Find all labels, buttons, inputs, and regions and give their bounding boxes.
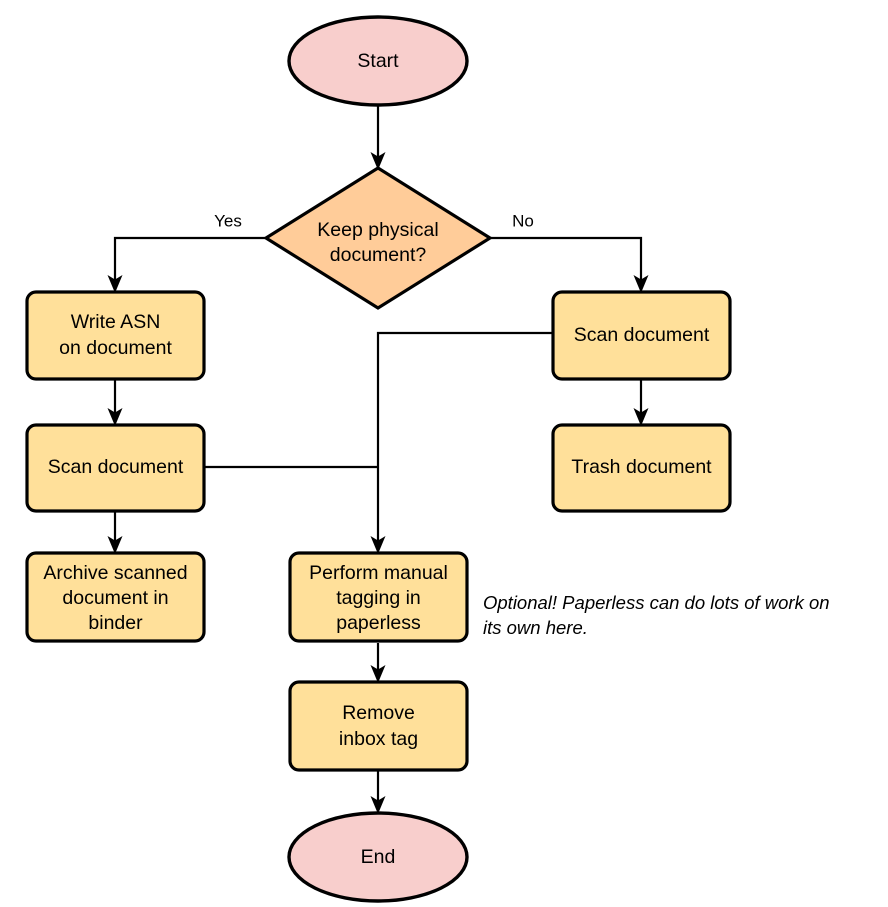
node-decision-label-line1: Keep physical	[317, 219, 438, 241]
node-scan-document-left-label: Scan document	[48, 456, 184, 478]
connector-scan-right-to-trash	[633, 378, 649, 426]
node-end[interactable]: End	[287, 811, 469, 903]
node-trash-document-label: Trash document	[571, 456, 712, 478]
node-decision-label-line2: document?	[330, 244, 427, 266]
node-decision-keep-physical-document[interactable]: Keep physical document?	[262, 166, 494, 310]
node-scan-document-left[interactable]: Scan document	[25, 423, 206, 513]
node-trash-document[interactable]: Trash document	[551, 423, 732, 513]
node-write-asn-label-line2: on document	[59, 337, 172, 359]
node-write-asn-on-document[interactable]: Write ASN on document	[25, 290, 206, 381]
node-scan-document-right-label: Scan document	[574, 324, 710, 346]
node-end-label: End	[361, 846, 396, 868]
node-write-asn-label-line1: Write ASN	[71, 311, 161, 333]
node-manual-tagging-label-line2: tagging in	[336, 587, 421, 609]
node-start[interactable]: Start	[287, 15, 469, 107]
edge-label-no: No	[512, 211, 534, 230]
node-remove-inbox-label-line2: inbox tag	[339, 728, 418, 750]
connector-scan-left-to-archive	[107, 510, 123, 554]
annotation-note-line2: its own here.	[483, 617, 588, 638]
node-remove-inbox-label-line1: Remove	[342, 702, 415, 724]
connector-start-to-decision	[370, 103, 386, 170]
node-archive-scanned-document[interactable]: Archive scanned document in binder	[25, 551, 206, 643]
node-start-label: Start	[357, 50, 399, 72]
node-archive-label-line1: Archive scanned	[43, 562, 187, 584]
node-archive-label-line3: binder	[88, 612, 143, 634]
edge-label-yes: Yes	[214, 211, 242, 230]
connector-manual-tagging-to-remove-inbox	[370, 643, 386, 683]
node-manual-tagging-label-line1: Perform manual	[309, 562, 448, 584]
connector-remove-inbox-to-end	[370, 771, 386, 814]
connector-decision-yes-to-write-asn	[107, 236, 265, 293]
node-manual-tagging-label-line3: paperless	[336, 612, 421, 634]
connector-decision-no-to-scan-right	[490, 236, 649, 293]
annotation-note-line1: Optional! Paperless can do lots of work …	[483, 592, 830, 613]
connector-write-asn-to-scan-left	[107, 378, 123, 426]
node-archive-label-line2: document in	[62, 587, 168, 609]
node-scan-document-right[interactable]: Scan document	[551, 290, 732, 381]
node-perform-manual-tagging[interactable]: Perform manual tagging in paperless	[288, 551, 469, 643]
annotation-note: Optional! Paperless can do lots of work …	[483, 592, 830, 638]
connector-scan-right-to-manual-tagging	[370, 331, 552, 554]
node-remove-inbox-tag[interactable]: Remove inbox tag	[288, 680, 469, 772]
